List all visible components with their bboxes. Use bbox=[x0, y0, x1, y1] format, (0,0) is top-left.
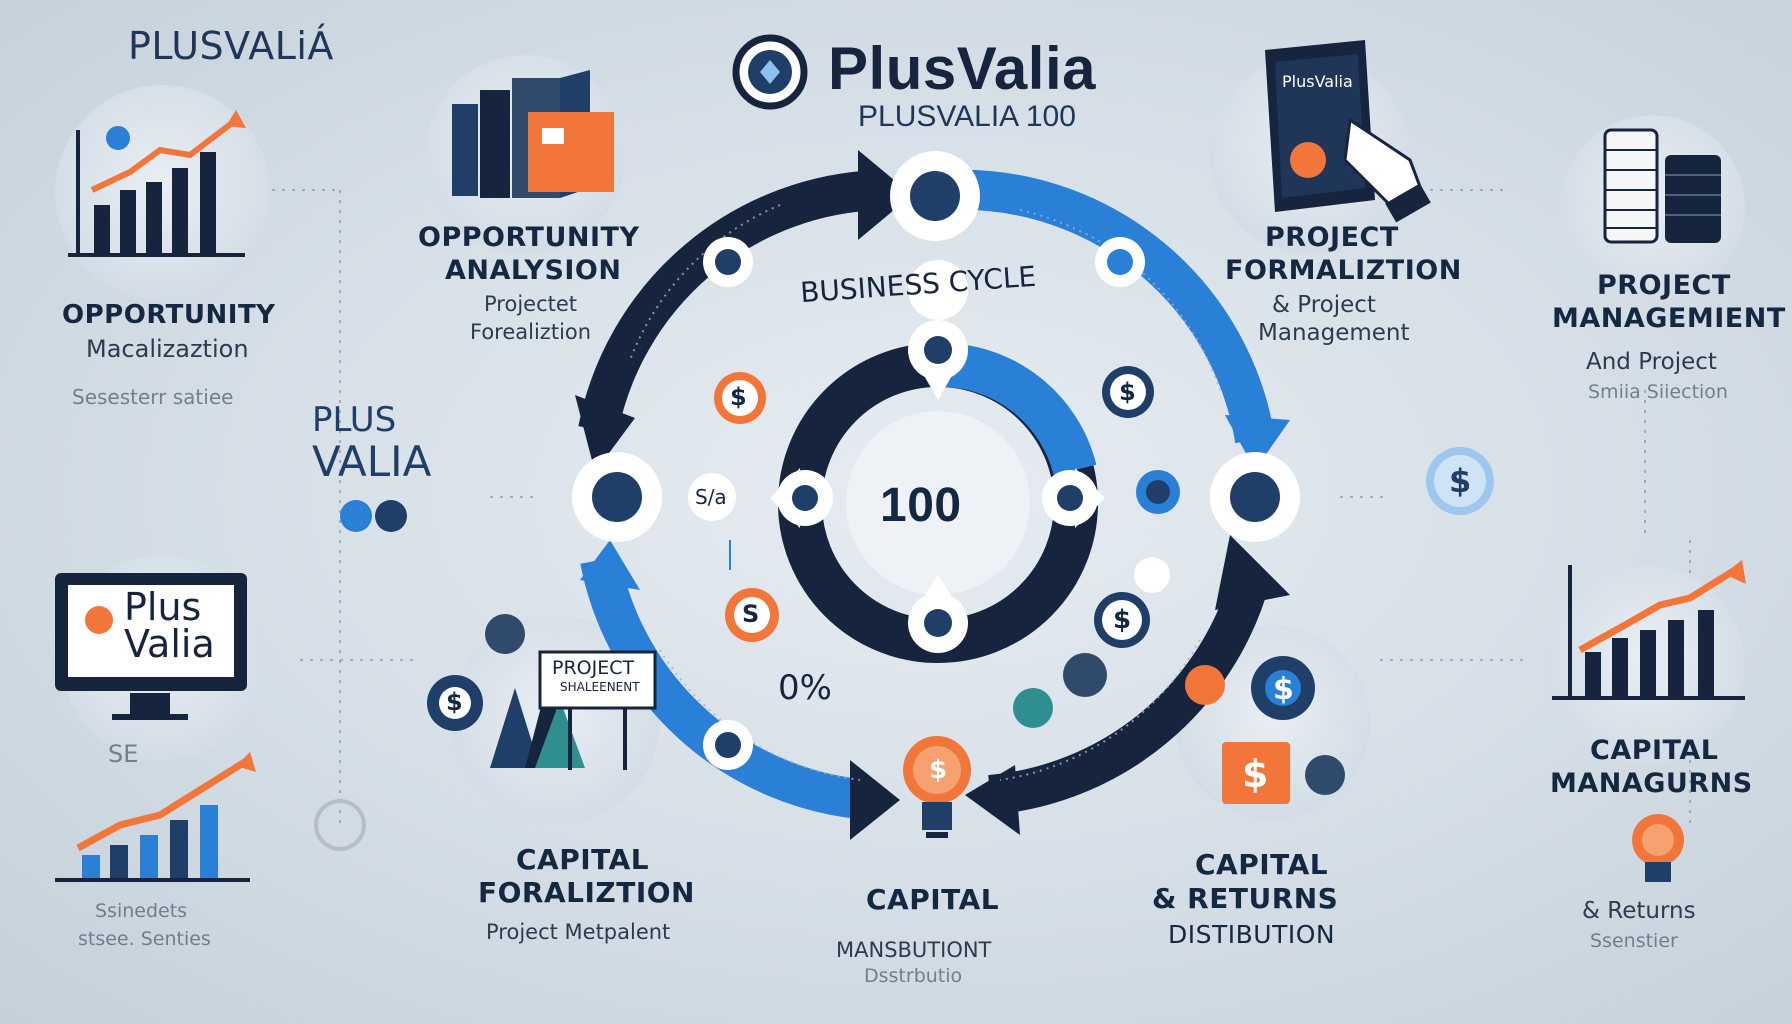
arrowhead-bottom-right bbox=[1215, 535, 1290, 610]
valia-label: VALIA bbox=[312, 437, 432, 486]
sign-line2: SHALEENENT bbox=[560, 680, 640, 694]
cycle-center-value: 100 bbox=[880, 479, 962, 532]
cycle-arrow-top-right bbox=[949, 169, 1275, 444]
pill-icons bbox=[340, 500, 407, 532]
project-formalization-sub-2: Management bbox=[1258, 320, 1410, 346]
capital-returns-title-3: DISTIBUTION bbox=[1168, 920, 1336, 949]
right-capital-title-1: CAPITAL bbox=[1590, 735, 1719, 766]
capital-returns-title-2: & RETURNS bbox=[1152, 882, 1339, 915]
bottom-capital-sub-2: Dsstrbutio bbox=[864, 965, 963, 987]
left-bottom-note-line1: Ssinedets bbox=[95, 900, 188, 922]
project-formalization-title-2: FORMALIZTION bbox=[1225, 255, 1462, 286]
left-node-label: S/a bbox=[695, 485, 727, 509]
brand-top-left: PLUSVALiÁ bbox=[128, 24, 334, 68]
rising-bar-chart-icon bbox=[55, 752, 256, 882]
monitor-caption: SE bbox=[108, 740, 139, 768]
monitor-icon bbox=[55, 573, 247, 720]
right-capital-title-2: MANAGURNS bbox=[1550, 768, 1753, 799]
capital-formalization-title-1: CAPITAL bbox=[516, 843, 650, 876]
inner-ring-blue-arc bbox=[939, 342, 1097, 476]
opportunity-analysis-title-2: ANALYSION bbox=[445, 255, 622, 286]
opportunity-analysis-sub-1: Projectet bbox=[484, 292, 578, 316]
monitor-line2: Valia bbox=[124, 622, 215, 666]
coin-stack-icon bbox=[1603, 128, 1721, 244]
right-project-title-1: PROJECT bbox=[1597, 270, 1731, 301]
opportunity-analysis-sub-2: Forealiztion bbox=[470, 320, 592, 344]
capital-formalization-sub: Project Metpalent bbox=[486, 920, 671, 944]
coin-icon: $ bbox=[1119, 378, 1137, 406]
page-title: PlusValia bbox=[828, 35, 1096, 102]
plus-label: PLUS bbox=[312, 400, 397, 440]
inner-pins bbox=[770, 260, 1105, 653]
left-opportunity-title: OPPORTUNITY bbox=[62, 300, 276, 330]
cycle-arrow-top-left bbox=[578, 170, 881, 434]
coin-icon: $ bbox=[1273, 672, 1295, 707]
left-bottom-note-line2: stsee. Senties bbox=[78, 928, 211, 950]
lightbulb-icon bbox=[1632, 814, 1684, 882]
bottom-capital-sub-1: MANSBUTIONT bbox=[836, 938, 992, 962]
right-returns-2: Ssenstier bbox=[1590, 930, 1678, 952]
project-formalization-sub-1: & Project bbox=[1272, 292, 1376, 318]
left-opportunity-sub: Macalizaztion bbox=[86, 335, 249, 363]
opportunity-analysis-title-1: OPPORTUNITY bbox=[418, 222, 640, 253]
right-project-sub-1: And Project bbox=[1586, 349, 1717, 375]
bottom-capital-title: CAPITAL bbox=[866, 883, 1000, 916]
coin-icon: $ bbox=[446, 688, 464, 716]
cycle-arrow-bottom-right bbox=[988, 574, 1270, 815]
coin-icon: $ bbox=[929, 755, 948, 785]
cycle-percent: 0% bbox=[778, 668, 832, 708]
monitor-line1: Plus bbox=[124, 585, 202, 629]
cycle-arrow-bottom-left bbox=[580, 556, 872, 820]
arrowhead-right bbox=[1225, 415, 1290, 470]
capital-returns-title-1: CAPITAL bbox=[1195, 848, 1329, 881]
bar-chart-icon bbox=[68, 110, 246, 257]
arrowhead-left bbox=[580, 540, 640, 590]
arrowhead-bottom-center-right bbox=[965, 765, 1020, 835]
coin-icon: $ bbox=[1449, 462, 1472, 500]
right-project-sub-2: Smiia Siiection bbox=[1588, 381, 1728, 403]
capital-formalization-title-2: FORALIZTION bbox=[478, 876, 695, 909]
left-opportunity-note: Sesesterr satiee bbox=[72, 385, 234, 409]
arrowhead-top bbox=[858, 150, 912, 240]
lightbulb-icon bbox=[903, 736, 971, 838]
right-project-title-2: MANAGEMIENT bbox=[1552, 303, 1786, 334]
arrowhead-top-left bbox=[575, 395, 635, 472]
page-subtitle: PLUSVALIA 100 bbox=[858, 100, 1076, 133]
right-returns-1: & Returns bbox=[1582, 898, 1696, 924]
coin-icon: $ bbox=[730, 383, 748, 411]
book-label: PlusValia bbox=[1282, 72, 1353, 91]
sign-line1: PROJECT bbox=[552, 657, 635, 679]
coin-icon: $ bbox=[1113, 605, 1132, 635]
arrowhead-bottom-center-left bbox=[850, 760, 900, 840]
project-formalization-title-1: PROJECT bbox=[1265, 222, 1399, 253]
growth-chart-icon bbox=[1552, 560, 1746, 700]
coin-cluster bbox=[427, 366, 1494, 804]
outer-nodes bbox=[572, 151, 1300, 770]
coin-icon: S bbox=[742, 600, 760, 628]
dollar-card-icon: $ bbox=[1242, 752, 1269, 796]
